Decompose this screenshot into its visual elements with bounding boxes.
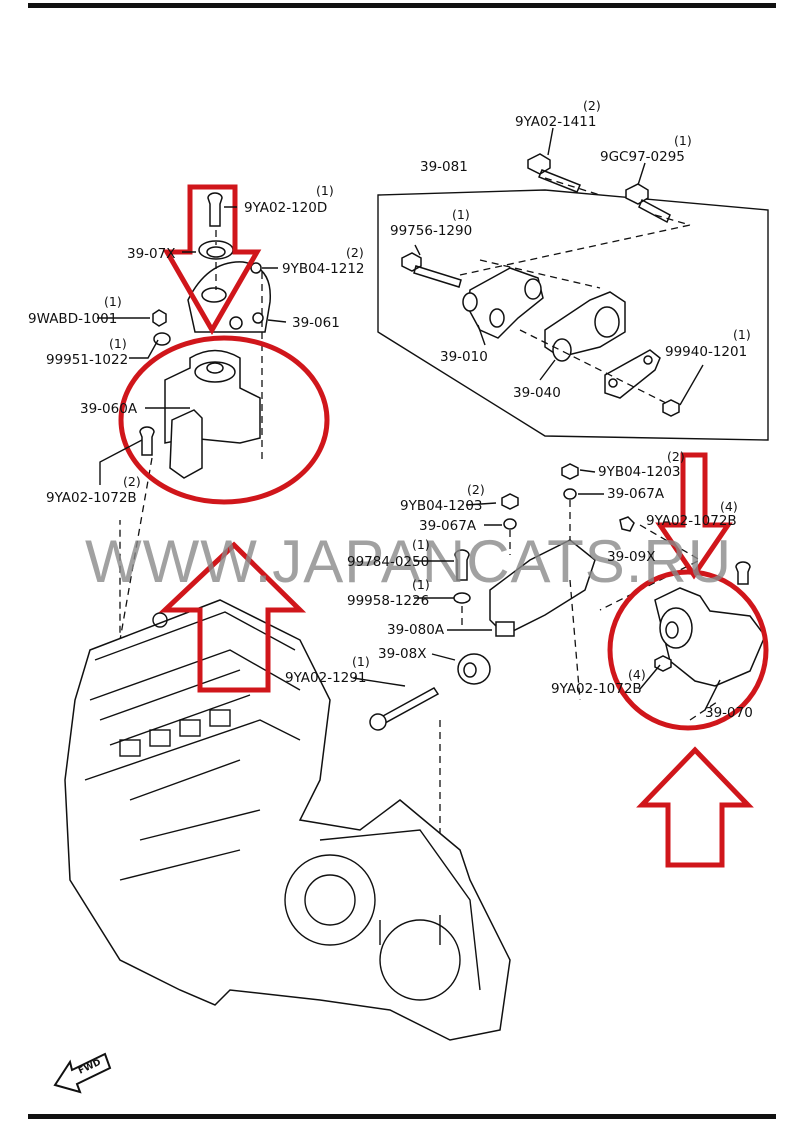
callout-part-number: 39-09X: [607, 549, 655, 565]
callout-part-number: 39-010: [440, 349, 488, 365]
callout-qty: (1): [352, 654, 370, 669]
callout-qty: (1): [452, 207, 470, 222]
callout-part-number: 39-067A: [419, 518, 477, 534]
callout-part-number: 9YA02-120D: [244, 200, 327, 216]
watermark: WWW.JAPANCATS.RU: [85, 528, 732, 595]
callout-part-number: 9YA02-1411: [515, 114, 596, 130]
rear-mount-parts: [401, 153, 691, 417]
rear-mount-group-box: [377, 189, 769, 441]
callout-part-number: 39-040: [513, 385, 561, 401]
red-arrow-up-right: [636, 746, 754, 868]
callout-part-number: 9YA02-1291: [285, 670, 366, 686]
engine-transmission-drawing: [64, 599, 511, 1041]
red-arrow-up-engine: [158, 541, 307, 693]
callout-qty: (1): [316, 183, 334, 198]
callout-part-number: 39-081: [420, 159, 468, 175]
bottom-border: [28, 1114, 776, 1119]
callout-qty: (2): [667, 449, 685, 464]
callout-part-number: 39-067A: [607, 486, 665, 502]
callout-part-number: 39-07X: [127, 246, 175, 262]
callout-part-number: 9WABD-1001: [28, 311, 117, 327]
transmission-mount-parts: [369, 463, 766, 930]
callout-qty: (4): [720, 499, 738, 514]
callout-part-number: 9YA02-1072B: [646, 513, 737, 529]
callout-qty: (1): [733, 327, 751, 342]
callout-part-number: 39-070: [705, 705, 753, 721]
callout-part-number: 9GC97-0295: [600, 149, 685, 165]
callout-qty: (4): [628, 667, 646, 682]
callout-qty: (2): [123, 474, 141, 489]
callout-qty: (1): [104, 294, 122, 309]
callout-part-number: 9YA02-1072B: [551, 681, 642, 697]
callout-part-number: 39-08X: [378, 646, 426, 662]
callout-part-number: 99756-1290: [390, 223, 472, 239]
callout-part-number: 9YA02-1072B: [46, 490, 137, 506]
callout-qty: (1): [674, 133, 692, 148]
callout-qty: (2): [583, 98, 601, 113]
callout-part-number: 39-060A: [80, 401, 138, 417]
callout-qty: (1): [412, 577, 430, 592]
top-border: [28, 3, 776, 8]
highlight-circle-trans-mount: [607, 569, 769, 731]
callout-qty: (1): [109, 336, 127, 351]
callout-part-number: 39-061: [292, 315, 340, 331]
callout-part-number: 9YB04-1212: [282, 261, 365, 277]
callout-qty: (2): [467, 482, 485, 497]
callout-part-number: 9YB04-1203: [400, 498, 483, 514]
callout-part-number: 99958-1226: [347, 593, 429, 609]
callout-qty: (1): [412, 537, 430, 552]
callout-part-number: 9YB04-1203: [598, 464, 681, 480]
callout-part-number: 99940-1201: [665, 344, 747, 360]
callout-part-number: 99784-0250: [347, 554, 429, 570]
fwd-arrow-icon: FWD: [53, 1052, 112, 1094]
callout-labels: (2) 9YA02-1411 (1) 9GC97-0295 39-081 (1)…: [28, 98, 753, 721]
red-arrow-down-right: [655, 452, 733, 580]
highlight-circle-left-mount: [118, 335, 330, 505]
callout-qty: (2): [346, 245, 364, 260]
callout-part-number: 99951-1022: [46, 352, 128, 368]
callout-part-number: 39-080A: [387, 622, 445, 638]
